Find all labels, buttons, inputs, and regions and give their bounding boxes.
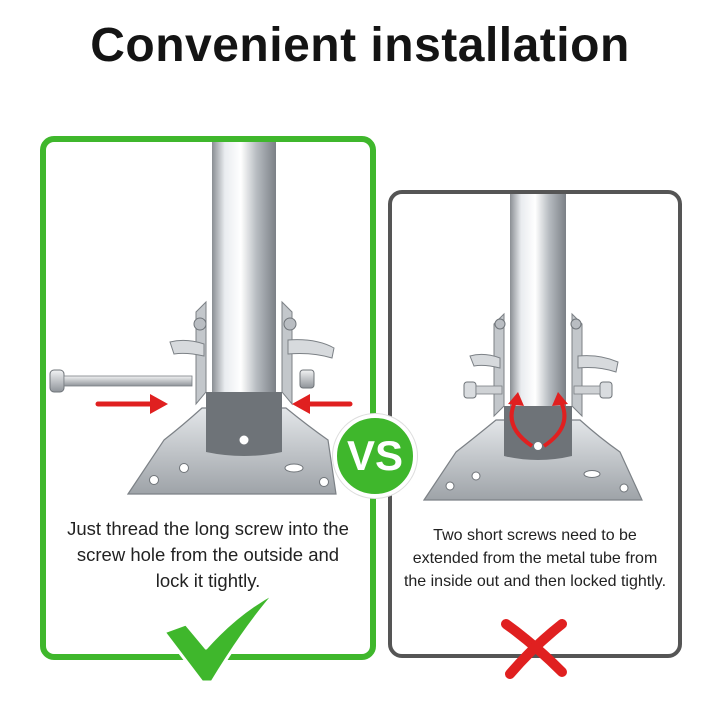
checkmark-icon [162,590,278,684]
long-screw-bracket-illustration [49,142,353,495]
vs-badge: VS [333,414,417,498]
good-method-panel: Just thread the long screw into the scre… [40,136,376,660]
cross-icon [501,619,567,679]
page-title: Convenient installation [90,19,630,72]
good-method-caption: Just thread the long screw into the scre… [67,518,349,591]
long-screw [49,369,193,393]
short-screw-left [463,381,477,399]
bad-method-caption: Two short screws need to be extended fro… [403,527,667,590]
base-plate [422,419,643,501]
bad-method-panel: Two short screws need to be extended fro… [388,190,682,658]
short-screw-right [599,381,613,399]
metal-tube [510,194,566,414]
metal-tube [212,142,276,404]
short-screws-bracket-illustration [422,194,643,501]
